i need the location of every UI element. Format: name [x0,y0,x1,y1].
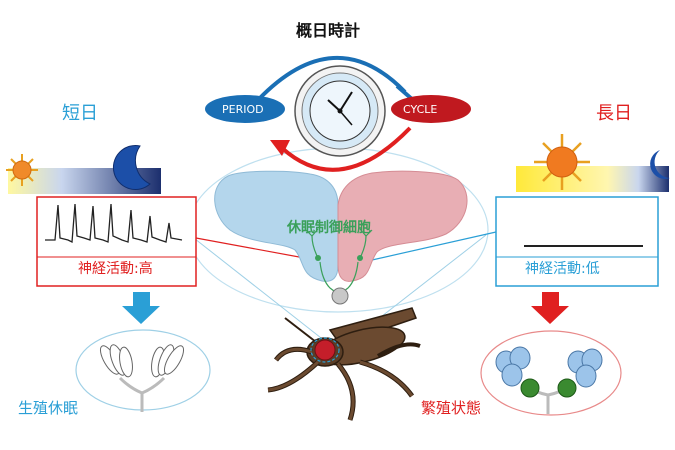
diapause-label: 生殖休眠 [18,399,79,417]
short-day-label: 短日 [62,103,98,124]
cycle-arrow [280,126,412,172]
period-arrow [256,56,407,102]
arrow-down-blue [122,292,160,324]
connector-line [189,234,331,346]
cycle-pill [391,95,471,123]
insect-illustration [267,307,421,421]
long-day-label: 長日 [596,103,632,124]
reproductive-label: 繁殖状態 [421,399,482,417]
leader-line-left [195,237,311,260]
reproductive-ellipse [480,330,622,416]
spike-trace [45,203,183,244]
long-day-sky-bar [516,166,669,192]
ovary-diapause [99,344,185,412]
cycle-label: CYCLE [403,103,438,116]
moon-icon-left [112,145,151,191]
low-activity-box [495,196,659,287]
arrow-down-red [531,292,569,324]
sun-icon-right [534,134,590,190]
brain-left-lobe [214,170,339,282]
clock-icon [294,65,386,157]
diapause-control-cells-label: 休眠制御細胞 [287,220,371,236]
low-activity-label: 神経活動:低 [525,261,600,277]
circadian-clock-title: 概日時計 [296,21,361,40]
high-activity-label: 神経活動:高 [78,261,153,277]
ovary-reproductive [495,346,603,414]
leader-line-right [371,231,497,261]
cycle-arrowhead [270,140,290,156]
brain-node [331,287,349,305]
sun-icon-left [6,154,38,186]
period-label: PERIOD [222,103,264,116]
high-activity-box [36,196,197,287]
moon-icon-right [650,150,670,179]
brain-right-lobe [337,170,468,282]
period-pill [205,95,285,123]
